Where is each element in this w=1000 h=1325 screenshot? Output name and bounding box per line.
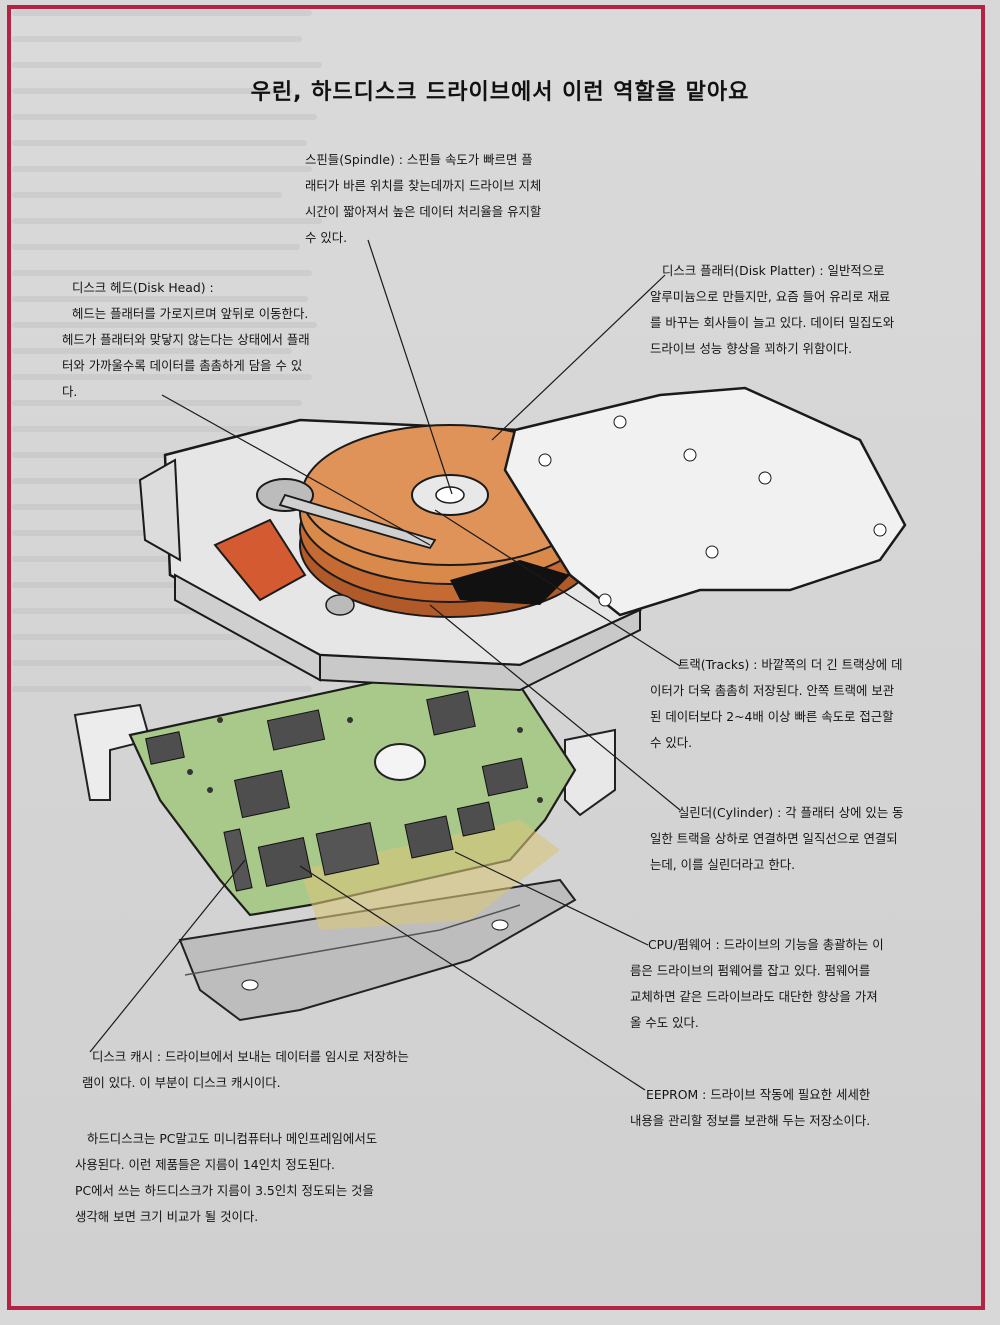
- cylinder-note: 실린더(Cylinder) : 각 플래터 상에 있는 동 일한 트랙을 상하로…: [650, 800, 970, 878]
- cylinder-line-1: 실린더(Cylinder) : 각 플래터 상에 있는 동: [678, 805, 904, 820]
- leader-lines: [89, 239, 681, 1091]
- disk-platter-note: 디스크 플래터(Disk Platter) : 일반적으로 알루미늄으로 만들지…: [650, 258, 970, 362]
- right-bracket: [564, 728, 616, 817]
- disk-cache-line-1: 디스크 캐시 : 드라이브에서 보내는 데이터를 임시로 저장하는: [92, 1049, 409, 1064]
- eeprom-note: EEPROM : 드라이브 작동에 필요한 세세한 내용을 관리할 정보를 보관…: [630, 1082, 950, 1134]
- spindle-line-1: 스핀들(Spindle) : 스핀들 속도가 빠르면 플: [305, 152, 533, 167]
- disk-head-line-4: 터와 가까울수록 데이터를 촘촘하게 담을 수 있: [62, 358, 303, 373]
- cylinder-line-2: 일한 트랙을 상하로 연결하면 일직선으로 연결되: [650, 831, 898, 846]
- cpu-firmware-note: CPU/펌웨어 : 드라이브의 기능을 총괄하는 이 름은 드라이브의 펌웨어를…: [630, 932, 950, 1036]
- disk-head-note: 디스크 헤드(Disk Head) : 헤드는 플래터를 가로지르며 앞뒤로 이…: [62, 275, 382, 405]
- disk-cache-note: 디스크 캐시 : 드라이브에서 보내는 데이터를 임시로 저장하는 램이 있다.…: [82, 1044, 522, 1096]
- disk-platter-line-2: 알루미늄으로 만들지만, 요즘 들어 유리로 재료: [650, 289, 891, 304]
- actuator-arm: [213, 478, 437, 616]
- left-bracket: [73, 703, 152, 801]
- disk-platter-line-4: 드라이브 성능 향상을 꾀하기 위함이다.: [650, 341, 853, 356]
- footer-paragraph: 하드디스크는 PC말고도 미니컴퓨터나 메인프레임에서도 사용된다. 이런 제품…: [75, 1126, 495, 1230]
- cpu-firmware-line-1: CPU/펌웨어 : 드라이브의 기능을 총괄하는 이: [648, 937, 884, 952]
- tracks-line-3: 된 데이터보다 2~4배 이상 빠른 속도로 접근할: [650, 709, 894, 724]
- disk-head-line-5: 다.: [62, 384, 78, 399]
- spindle-line-2: 래터가 바른 위치를 찾는데까지 드라이브 지체: [305, 178, 542, 193]
- drive-lid: [503, 386, 907, 617]
- tracks-note: 트랙(Tracks) : 바깥쪽의 더 긴 트랙상에 데 이터가 더욱 촘촘히 …: [650, 652, 970, 756]
- tracks-line-2: 이터가 더욱 촘촘히 저장된다. 안쪽 트랙에 보관: [650, 683, 895, 698]
- footer-line-1: 하드디스크는 PC말고도 미니컴퓨터나 메인프레임에서도: [87, 1131, 378, 1146]
- disk-head-line-2: 헤드는 플래터를 가로지르며 앞뒤로 이동한다.: [72, 306, 309, 321]
- disk-head-line-3: 헤드가 플래터와 맞닿지 않는다는 상태에서 플래: [62, 332, 310, 347]
- spindle-note: 스핀들(Spindle) : 스핀들 속도가 빠르면 플 래터가 바른 위치를 …: [305, 147, 625, 251]
- spindle-line-4: 수 있다.: [305, 230, 348, 245]
- spindle-line-3: 시간이 짧아져서 높은 데이터 처리율을 유지할: [305, 204, 542, 219]
- eeprom-line-2: 내용을 관리할 정보를 보관해 두는 저장소이다.: [630, 1113, 871, 1128]
- disk-platter-line-1: 디스크 플래터(Disk Platter) : 일반적으로: [662, 263, 885, 278]
- footer-line-2: 사용된다. 이런 제품들은 지름이 14인치 정도된다.: [75, 1157, 335, 1172]
- pcb-board: [128, 653, 577, 930]
- disk-head-line-1: 디스크 헤드(Disk Head) :: [72, 280, 214, 295]
- cpu-firmware-line-2: 름은 드라이브의 펌웨어를 잡고 있다. 펌웨어를: [630, 963, 871, 978]
- cpu-firmware-line-3: 교체하면 같은 드라이브라도 대단한 향상을 가져: [630, 989, 878, 1004]
- page-title: 우린, 하드디스크 드라이브에서 이런 역할을 맡아요: [250, 80, 750, 105]
- cylinder-line-3: 는데, 이를 실린더라고 한다.: [650, 857, 796, 872]
- eeprom-line-1: EEPROM : 드라이브 작동에 필요한 세세한: [646, 1087, 871, 1102]
- tracks-line-1: 트랙(Tracks) : 바깥쪽의 더 긴 트랙상에 데: [678, 657, 903, 672]
- footer-line-3: PC에서 쓰는 하드디스크가 지름이 3.5인치 정도되는 것을: [75, 1183, 374, 1198]
- footer-line-4: 생각해 보면 크기 비교가 될 것이다.: [75, 1209, 259, 1224]
- disk-cache-line-2: 램이 있다. 이 부분이 디스크 캐시이다.: [82, 1075, 281, 1090]
- cpu-firmware-line-4: 올 수도 있다.: [630, 1015, 699, 1030]
- tracks-line-4: 수 있다.: [650, 735, 693, 750]
- disk-platter-line-3: 를 바꾸는 회사들이 늘고 있다. 데이터 밀집도와: [650, 315, 895, 330]
